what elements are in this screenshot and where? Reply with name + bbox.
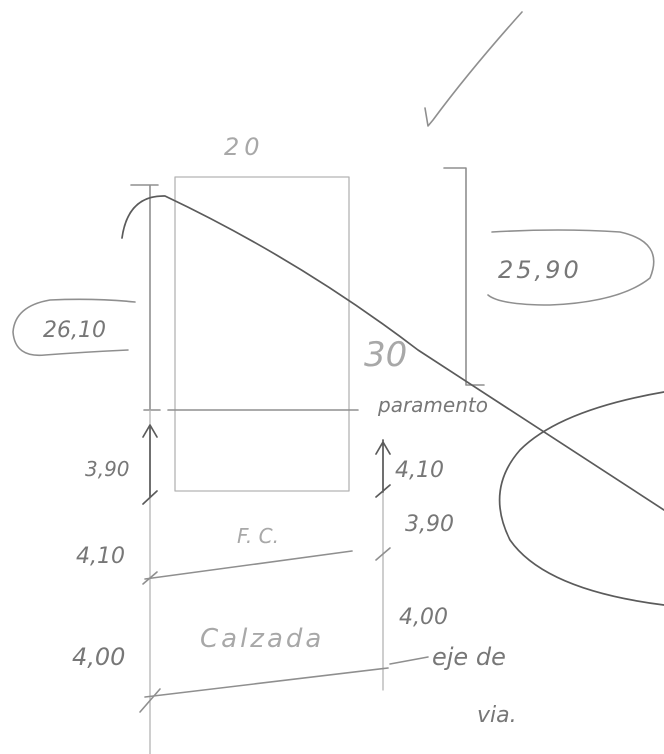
left-dim-2: 4,10 xyxy=(76,544,125,569)
right-dim-1: 4,10 xyxy=(395,458,444,483)
left-label-ellipse xyxy=(12,298,136,357)
check-mark xyxy=(424,11,523,127)
right-dim-3: 4,00 xyxy=(399,605,448,630)
eje-pointer xyxy=(389,656,429,665)
left-tick-3 xyxy=(139,688,161,713)
right-height-dimension xyxy=(443,167,485,386)
left-height-dimension xyxy=(130,184,161,411)
via-label: via. xyxy=(477,703,517,728)
left-dim-1: 3,90 xyxy=(85,457,130,481)
left-height-label: 26,10 xyxy=(43,318,106,343)
paramento-label: paramento xyxy=(377,393,488,417)
calzada-base-line xyxy=(144,667,389,698)
right-label-ellipse xyxy=(487,229,655,306)
left-dim-3: 4,00 xyxy=(72,643,125,671)
angle-label: 30 xyxy=(364,335,407,375)
fc-label: F. C. xyxy=(237,524,279,548)
fc-base-line xyxy=(144,550,353,580)
curve-ellipse xyxy=(498,391,664,606)
diagonal-line xyxy=(121,195,664,511)
calzada-label: Calzada xyxy=(200,624,324,654)
right-height-label: 25,90 xyxy=(498,256,582,284)
right-dim-2: 3,90 xyxy=(405,512,454,537)
right-arrow-up xyxy=(375,439,391,498)
eje-de-label: eje de xyxy=(432,643,506,671)
wall-outline xyxy=(174,176,350,492)
left-arrow-up xyxy=(142,424,158,505)
right-tick-2 xyxy=(375,547,391,561)
top-width-label: 20 xyxy=(224,133,265,161)
left-tick-2 xyxy=(142,571,158,585)
